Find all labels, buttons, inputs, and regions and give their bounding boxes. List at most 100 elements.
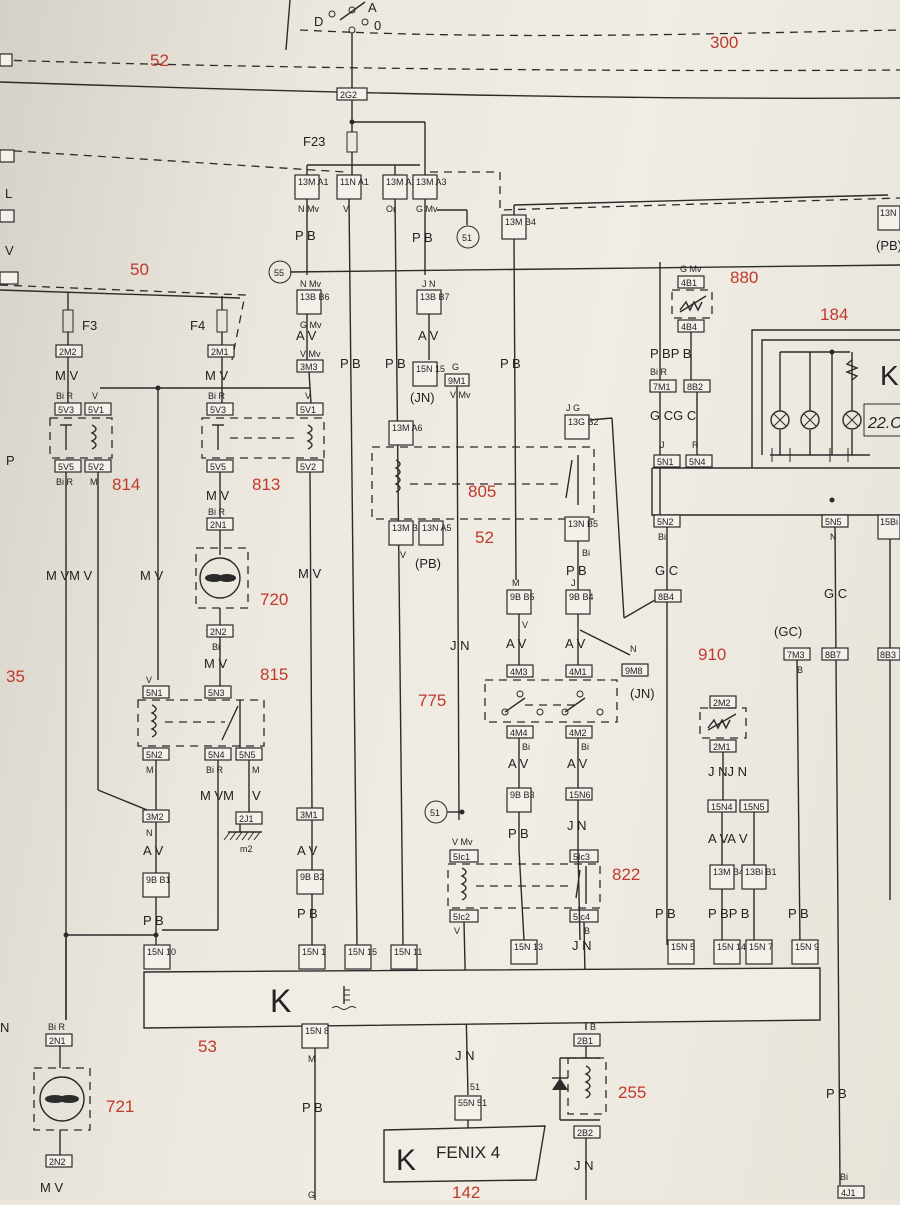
wire-code: A V: [508, 756, 529, 771]
connector: [654, 589, 682, 603]
wire-code: M V: [205, 368, 228, 383]
relay-822: [447, 863, 601, 909]
fan-motor-721: [33, 1067, 91, 1131]
connector-label: 5N5: [825, 517, 842, 527]
connector: [565, 664, 593, 678]
wire-code: P B: [340, 356, 361, 371]
ground-symbol: [223, 824, 262, 841]
wire-code: V Mv: [450, 390, 471, 400]
wire-code: (PB): [415, 556, 441, 571]
connector-label: 2N2: [49, 1157, 66, 1167]
component-label: 775: [418, 691, 446, 710]
zone-label: 142: [452, 1183, 480, 1200]
connector-label: 9B B4: [569, 592, 594, 602]
wire-code: M V: [40, 1180, 63, 1195]
connector: [837, 1185, 865, 1199]
connector: [296, 359, 324, 373]
connector-edge: [0, 209, 15, 223]
connector: [388, 420, 414, 446]
svg-text:5V3: 5V3: [58, 405, 74, 415]
wire-code: P B: [788, 906, 809, 921]
connector: [45, 1033, 73, 1047]
connector-label: 2J1: [239, 814, 254, 824]
connector-label: 2M2: [59, 347, 77, 357]
controller-53: [143, 967, 821, 1029]
svg-text:15N 5: 15N 5: [671, 942, 695, 952]
connector: [877, 205, 900, 231]
edge-label: L: [5, 186, 12, 201]
connector-label: 8B4: [658, 592, 674, 602]
connector-label: 7M1: [653, 382, 671, 392]
svg-text:15N 13: 15N 13: [514, 942, 543, 952]
wire-code: (JN): [410, 390, 435, 405]
connector: [649, 379, 677, 393]
svg-text:2M2: 2M2: [713, 698, 731, 708]
wire-code: M VM: [200, 788, 234, 803]
connector-label: 9M8: [625, 666, 643, 676]
svg-text:13M A3: 13M A3: [416, 177, 447, 187]
switch-mark: A: [368, 0, 377, 15]
connector: [741, 864, 767, 890]
wire-code: V: [252, 788, 261, 803]
connector-label: 2N2: [210, 627, 227, 637]
component-label: 813: [252, 475, 280, 494]
controller-letter: K: [270, 983, 291, 1019]
wire-code: P B: [143, 913, 164, 928]
wire-code: M: [512, 578, 520, 588]
wire-code: 51: [470, 1082, 480, 1092]
connector: [506, 664, 534, 678]
zone-label: 300: [710, 33, 738, 52]
connector: [877, 514, 900, 540]
wire-code: R: [692, 440, 699, 450]
zone-label: 52: [150, 51, 169, 70]
wire-code: G CG C: [650, 408, 696, 423]
relay-813: 5V3 5V1 5V5 5V2: [201, 402, 325, 473]
zone-label: 880: [730, 268, 758, 287]
wire-code: B: [590, 1022, 596, 1032]
connector: [573, 1033, 601, 1047]
connector: [569, 849, 599, 863]
connector: [821, 647, 849, 661]
svg-text:5V1: 5V1: [88, 405, 104, 415]
connector: [565, 589, 591, 615]
svg-text:5V5: 5V5: [58, 462, 74, 472]
component-label: 822: [612, 865, 640, 884]
connector-label: 5N4: [689, 457, 706, 467]
wire-code: J N: [450, 638, 470, 653]
wire-code: Bi R: [48, 1022, 66, 1032]
connector: [506, 589, 532, 615]
svg-text:5N3: 5N3: [208, 688, 225, 698]
connector-label: 2M1: [211, 347, 229, 357]
wire-code: M V: [206, 488, 229, 503]
svg-text:13M A1: 13M A1: [298, 177, 329, 187]
connector-label: 2N1: [49, 1036, 66, 1046]
zone-label: 35: [6, 667, 25, 686]
connector-label: 15Bi 7: [880, 517, 900, 527]
temperature-display-value: 22.C: [867, 415, 900, 432]
connector-label: 5Ic3: [573, 852, 590, 862]
wire-code: M VM V: [46, 568, 93, 583]
zone-boundary-50: [0, 284, 246, 361]
connector-label: 2B2: [577, 1128, 593, 1138]
warning-lamp: [770, 410, 790, 430]
wire-code: M: [308, 1054, 316, 1064]
wire-code: V: [522, 620, 528, 630]
wire-code: P B: [826, 1086, 847, 1101]
svg-text:2M1: 2M1: [713, 742, 731, 752]
wire-code: B: [584, 926, 590, 936]
connector-label: 3M2: [146, 812, 164, 822]
component-label: 805: [468, 482, 496, 501]
connector-label: 15N5: [743, 802, 765, 812]
connector-label: 5N2: [657, 517, 674, 527]
connector-label: 2B1: [577, 1036, 593, 1046]
zone-label: 52: [475, 528, 494, 547]
wire-code: J N: [574, 1158, 594, 1173]
svg-text:4B4: 4B4: [681, 322, 697, 332]
wire-code: V Mv: [300, 349, 321, 359]
ground-rail-mid: [289, 264, 900, 273]
svg-text:5V5: 5V5: [210, 462, 226, 472]
connector-label: 4J1: [841, 1188, 856, 1198]
connector-label: 13Bi B1: [745, 867, 777, 877]
component-label: 815: [260, 665, 288, 684]
